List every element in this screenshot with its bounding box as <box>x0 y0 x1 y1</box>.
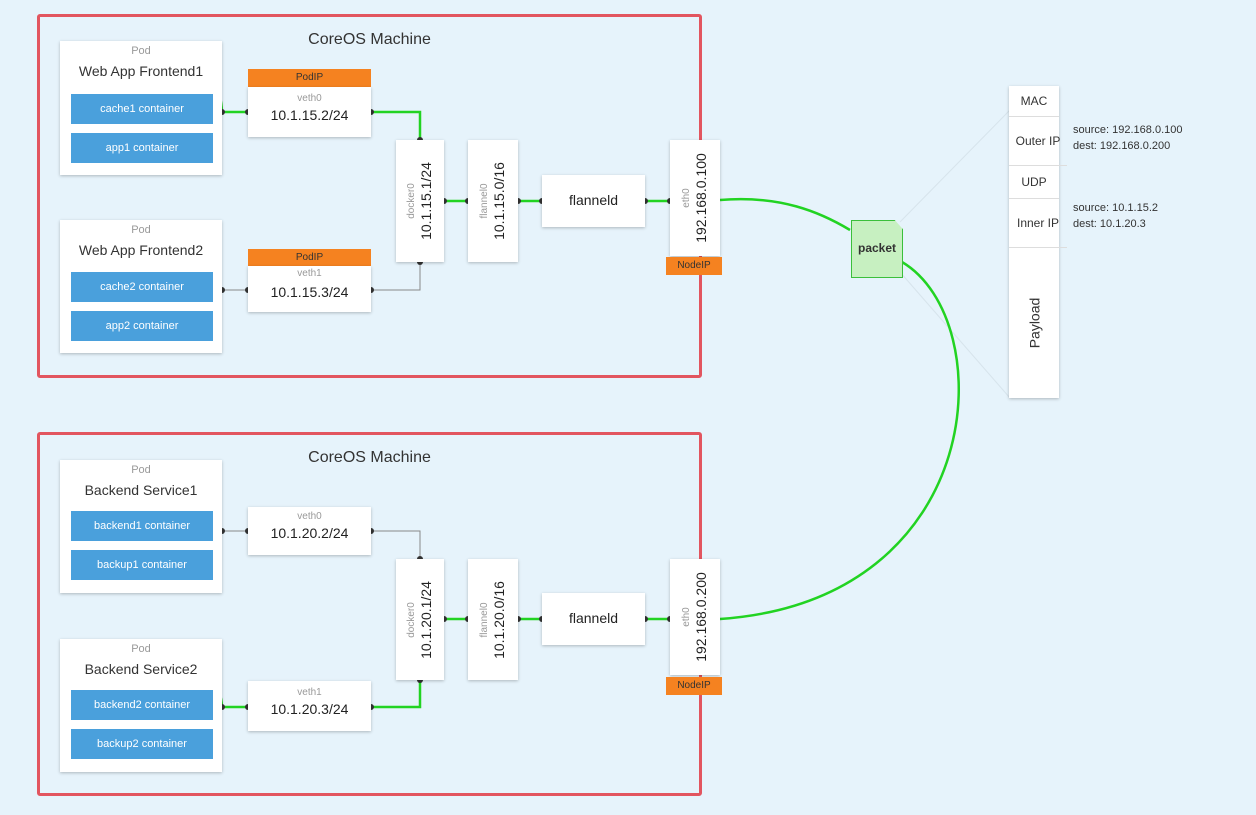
pod-label: Pod <box>131 45 151 57</box>
machine-title: CoreOS Machine <box>308 449 431 466</box>
inner-dest: dest: 10.1.20.3 <box>1073 218 1146 230</box>
link-eth0-packet <box>719 197 851 232</box>
bridge-ip: 10.1.15.1/24 <box>418 162 435 240</box>
interface-ip: 10.1.15.0/16 <box>491 162 508 240</box>
interface-label: flannel0 <box>479 183 491 219</box>
pod-backend-service2[interactable]: Pod Backend Service2 backend2 container … <box>60 639 222 772</box>
nodeip-tag: NodeIP <box>666 257 722 275</box>
machine-title: CoreOS Machine <box>308 31 431 48</box>
packet-guide-line <box>899 109 1011 223</box>
interface-ip: 10.1.20.3/24 <box>270 701 349 717</box>
interface-label: eth0 <box>681 188 692 208</box>
inner-ip-info: source: 10.1.15.2 dest: 10.1.20.3 <box>1073 200 1158 232</box>
packet-guide-line <box>899 271 1011 399</box>
interface-ip: 10.1.20.0/16 <box>491 580 508 659</box>
container-backup2[interactable]: backup2 container <box>71 729 213 759</box>
packet-structure: MAC Outer IP UDP Inner IP Payload <box>1009 86 1067 398</box>
flanneld-daemon[interactable]: flanneld <box>542 175 645 227</box>
pod-name: Web App Frontend2 <box>78 242 204 258</box>
eth0-interface[interactable]: eth0 192.168.0.100 <box>670 140 720 256</box>
flanneld-label: flanneld <box>568 192 619 208</box>
podip-tag: PodIP <box>248 69 371 87</box>
interface-label: flannel0 <box>479 601 491 638</box>
bridge-ip: 10.1.20.1/24 <box>418 580 435 659</box>
interface-label: veth1 <box>297 687 322 698</box>
interface-label: veth0 <box>297 511 322 522</box>
bridge-label: docker0 <box>406 183 418 219</box>
veth0-interface[interactable]: veth0 10.1.20.2/24 <box>248 507 371 555</box>
packet-icon[interactable]: packet <box>851 220 903 278</box>
pod-label: Pod <box>131 464 151 476</box>
interface-ip: 10.1.15.2/24 <box>270 107 349 123</box>
link-veth1-docker0 <box>371 262 421 291</box>
stack-outer-ip: Outer IP <box>1009 117 1067 166</box>
pod-name: Backend Service2 <box>84 661 198 677</box>
interface-ip: 192.168.0.100 <box>693 153 709 243</box>
interface-label: eth0 <box>681 607 692 627</box>
flannel0-interface[interactable]: flannel0 10.1.20.0/16 <box>468 559 518 680</box>
container-backend1[interactable]: backend1 container <box>71 511 213 541</box>
container-cache1[interactable]: cache1 container <box>71 94 213 124</box>
link-packet-eth0 <box>719 260 960 621</box>
container-app1[interactable]: app1 container <box>71 133 213 163</box>
payload-label: Payload <box>1026 297 1042 349</box>
docker0-bridge[interactable]: docker0 10.1.20.1/24 <box>396 559 444 680</box>
bridge-label: docker0 <box>406 601 418 638</box>
outer-source: source: 192.168.0.100 <box>1073 124 1183 136</box>
interface-ip: 10.1.15.3/24 <box>270 284 349 300</box>
link-veth1-docker0 <box>371 680 422 709</box>
pod-web-app-frontend1[interactable]: Pod Web App Frontend1 cache1 container a… <box>60 41 222 175</box>
outer-dest: dest: 192.168.0.200 <box>1073 140 1171 152</box>
stack-udp: UDP <box>1009 166 1059 199</box>
pod-label: Pod <box>131 643 151 655</box>
eth0-interface[interactable]: eth0 192.168.0.200 <box>670 559 720 675</box>
flanneld-label: flanneld <box>568 610 619 626</box>
docker0-bridge[interactable]: docker0 10.1.15.1/24 <box>396 140 444 262</box>
outer-ip-info: source: 192.168.0.100 dest: 192.168.0.20… <box>1073 122 1182 154</box>
link-veth0-docker0 <box>371 110 422 140</box>
nodeip-tag: NodeIP <box>666 677 722 695</box>
pod-web-app-frontend2[interactable]: Pod Web App Frontend2 cache2 container a… <box>60 220 222 353</box>
container-backup1[interactable]: backup1 container <box>71 550 213 580</box>
podip-tag: PodIP <box>248 249 371 267</box>
flanneld-daemon[interactable]: flanneld <box>542 593 645 645</box>
inner-source: source: 10.1.15.2 <box>1073 202 1159 214</box>
interface-label: veth1 <box>297 268 322 279</box>
pod-name: Web App Frontend1 <box>78 63 204 79</box>
stack-inner-ip: Inner IP <box>1009 199 1067 248</box>
veth1-interface[interactable]: veth1 10.1.15.3/24 <box>248 266 371 312</box>
container-backend2[interactable]: backend2 container <box>71 690 213 720</box>
stack-mac: MAC <box>1009 86 1059 117</box>
interface-ip: 10.1.20.2/24 <box>270 525 349 541</box>
container-cache2[interactable]: cache2 container <box>71 272 213 302</box>
pod-name: Backend Service1 <box>84 482 198 498</box>
interface-label: veth0 <box>297 93 322 104</box>
container-app2[interactable]: app2 container <box>71 311 213 341</box>
pod-label: Pod <box>131 224 151 236</box>
flannel0-interface[interactable]: flannel0 10.1.15.0/16 <box>468 140 518 262</box>
stack-payload: Payload <box>1009 248 1059 398</box>
link-veth0-docker0 <box>371 530 421 559</box>
pod-backend-service1[interactable]: Pod Backend Service1 backend1 container … <box>60 460 222 593</box>
veth0-interface[interactable]: veth0 10.1.15.2/24 <box>248 87 371 137</box>
interface-ip: 192.168.0.200 <box>693 572 709 662</box>
veth1-interface[interactable]: veth1 10.1.20.3/24 <box>248 681 371 731</box>
